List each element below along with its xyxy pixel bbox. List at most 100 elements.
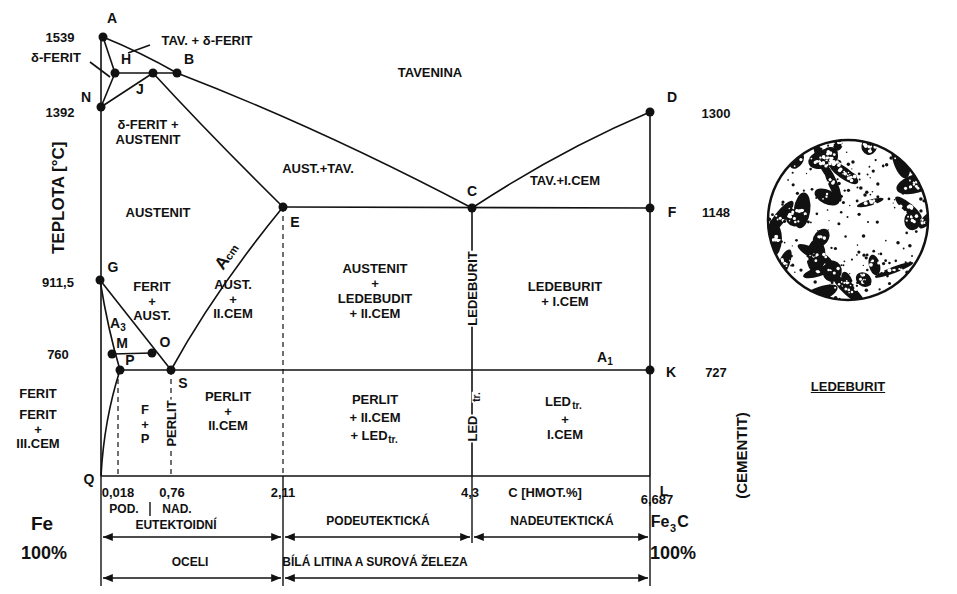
pearlite-speck [837, 164, 840, 167]
dashed-line [117, 370, 118, 476]
pearlite-speck [858, 173, 861, 176]
pearlite-speck [871, 255, 873, 257]
pearlite-speck [829, 151, 833, 155]
pearlite-speck [779, 217, 782, 220]
pearlite-speck [856, 200, 859, 203]
pearlite-speck [864, 145, 867, 148]
pearlite-speck [817, 230, 818, 231]
pearlite-speck [793, 217, 796, 220]
pearlite-speck [847, 174, 849, 176]
pearlite-speck [820, 158, 823, 161]
pearlite-speck [888, 198, 891, 201]
point-dot [149, 69, 158, 78]
point-letter: M [116, 336, 128, 350]
phase-subscript: tr. [388, 435, 397, 445]
pearlite-speck [919, 197, 923, 201]
phase-label: LED [466, 414, 479, 442]
axis-value: 0,76 [159, 486, 184, 499]
pearlite-speck [876, 195, 879, 198]
pearlite-speck [901, 191, 904, 194]
point-dot [646, 108, 655, 117]
pearlite-speck [846, 281, 849, 284]
pearlite-speck [882, 165, 885, 168]
range-label: POD. [109, 503, 138, 515]
pearlite-speck [899, 155, 901, 157]
pearlite-speck [822, 253, 826, 257]
pearlite-speck [858, 290, 860, 292]
pearlite-speck [905, 159, 907, 161]
pearlite-speck [825, 291, 829, 295]
pearlite-speck [863, 277, 865, 279]
a3-line [100, 280, 171, 370]
axis-title: C [HMOT.%] [508, 486, 582, 499]
point-dot [468, 204, 477, 213]
range-label: PODEUTEKTICKÁ [326, 515, 429, 527]
pearlite-speck [834, 287, 836, 289]
pearlite-speck [783, 220, 786, 223]
pearlite-speck [799, 268, 802, 271]
pearlite-speck [825, 161, 828, 164]
pearlite-speck [840, 264, 842, 266]
pearlite-speck [796, 209, 798, 211]
pearlite-speck [821, 148, 823, 150]
pearlite-speck [866, 151, 868, 153]
pearlite-speck [909, 162, 911, 164]
phase-label: FERIT + III.CEM [16, 408, 59, 453]
pearlite-speck [893, 202, 894, 203]
pearlite-speck [870, 200, 873, 203]
component-share: 100% [21, 543, 67, 564]
pearlite-speck [856, 285, 858, 287]
pearlite-speck [840, 195, 843, 198]
pearlite-speck [878, 288, 880, 290]
pearlite-speck [828, 220, 829, 221]
liquidus [177, 73, 472, 208]
pearlite-speck [791, 264, 794, 267]
pearlite-speck [915, 230, 918, 233]
cementite-network [853, 269, 875, 290]
component-name: Fe [651, 513, 670, 531]
pearlite-speck [909, 180, 911, 182]
line-subscript: 1 [607, 357, 613, 367]
pearlite-speck [869, 150, 872, 153]
pearlite-speck [915, 185, 918, 188]
bracket-tick [100, 476, 101, 586]
pearlite-speck [856, 281, 859, 284]
pearlite-speck [836, 267, 839, 270]
pearlite-speck [898, 268, 900, 270]
pearlite-speck [780, 240, 783, 243]
range-label: BÍLÁ LITINA A SUROVÁ ŽELEZA [282, 556, 467, 568]
pearlite-speck [919, 209, 922, 212]
cementite-network [874, 259, 914, 280]
component-name: C [677, 513, 689, 531]
leader-line [128, 45, 150, 53]
pearlite-speck [921, 219, 923, 221]
point-dot [96, 276, 105, 285]
point-letter: C [467, 184, 477, 198]
pearlite-speck [796, 192, 799, 195]
pearlite-speck [794, 165, 796, 167]
pearlite-speck [842, 264, 844, 266]
pearlite-speck [814, 259, 817, 262]
axis-title: TEPLOTA [°C] [49, 142, 69, 255]
axis-value: 6,687 [641, 493, 674, 506]
pearlite-speck [868, 282, 872, 286]
phase-label: FERIT [19, 387, 57, 400]
pearlite-speck [878, 253, 879, 254]
pearlite-speck [875, 276, 877, 278]
phase-label: AUST.+TAV. [282, 162, 354, 175]
axis-value: 0,018 [102, 486, 135, 499]
pearlite-speck [853, 174, 857, 178]
pearlite-speck [808, 158, 809, 159]
pearlite-speck [794, 154, 797, 157]
pearlite-speck [830, 247, 832, 249]
acm-line [171, 207, 283, 370]
pearlite-speck [856, 187, 858, 189]
pearlite-speck [870, 177, 871, 178]
pearlite-speck [786, 263, 788, 265]
pearlite-speck [788, 215, 792, 219]
leader-line [90, 62, 110, 77]
pearlite-speck [851, 160, 854, 163]
pearlite-speck [838, 283, 841, 286]
pearlite-speck [930, 219, 934, 223]
pearlite-speck [859, 178, 861, 180]
